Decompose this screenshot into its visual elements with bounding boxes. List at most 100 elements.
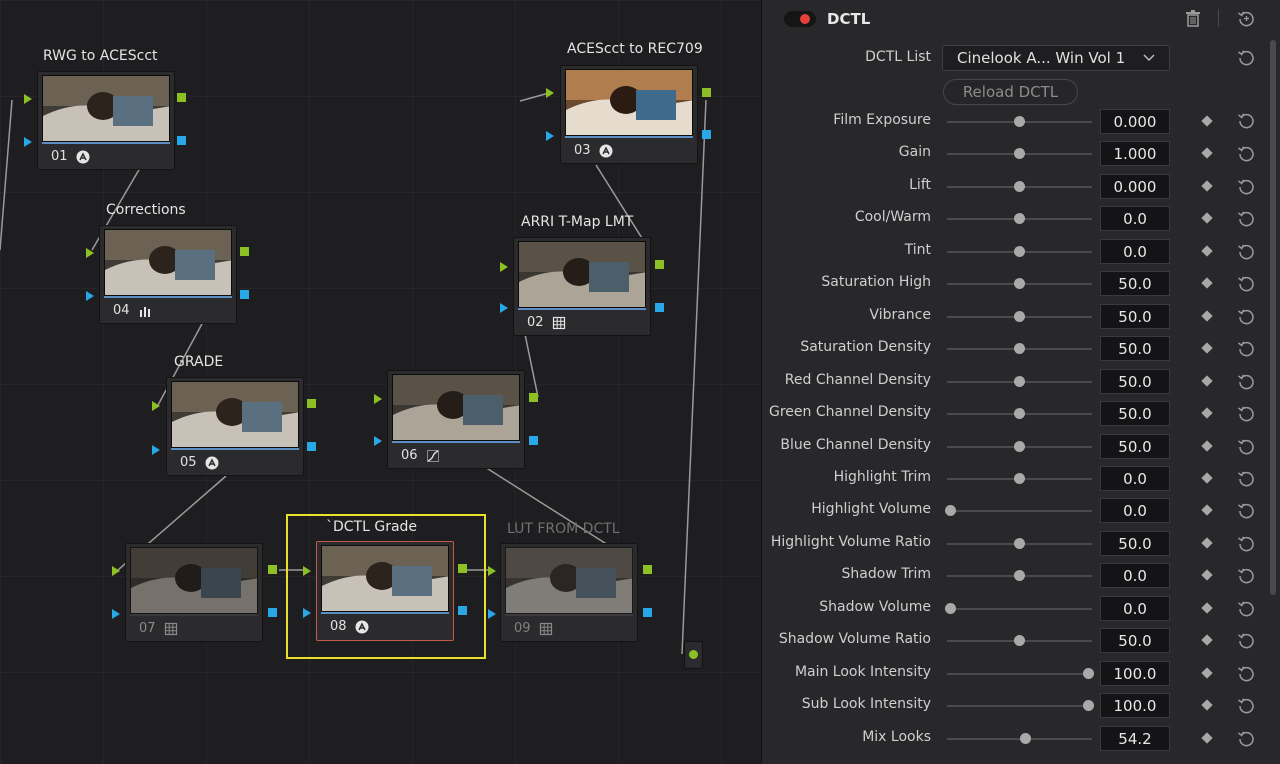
keyframe-icon[interactable] — [1201, 699, 1213, 711]
output-port-rgb[interactable] — [307, 399, 316, 408]
reset-icon[interactable] — [1237, 501, 1256, 520]
output-port-alpha[interactable] — [240, 290, 249, 299]
reset-icon[interactable] — [1237, 437, 1256, 456]
param-value-field[interactable]: 0.000 — [1100, 109, 1170, 134]
param-value-field[interactable]: 0.0 — [1100, 595, 1170, 621]
input-port-rgb[interactable] — [86, 248, 94, 258]
param-slider-knob[interactable] — [1014, 180, 1025, 192]
output-port-rgb[interactable] — [643, 565, 652, 574]
reset-icon[interactable] — [1237, 242, 1256, 261]
param-value-field[interactable]: 50.0 — [1100, 530, 1170, 556]
param-slider-knob[interactable] — [1014, 343, 1025, 355]
input-port-rgb[interactable] — [24, 94, 32, 104]
param-value-field[interactable]: 50.0 — [1100, 628, 1170, 654]
param-slider-knob[interactable] — [1014, 213, 1025, 225]
input-port-alpha[interactable] — [24, 137, 32, 147]
param-slider-knob[interactable] — [1083, 700, 1094, 712]
input-port-alpha[interactable] — [546, 131, 554, 141]
input-port-rgb[interactable] — [488, 566, 496, 576]
output-port-alpha[interactable] — [702, 130, 711, 139]
output-port-rgb[interactable] — [689, 650, 698, 659]
keyframe-icon[interactable] — [1201, 212, 1213, 225]
reset-icon[interactable] — [1237, 729, 1256, 748]
reset-icon[interactable] — [1237, 696, 1256, 715]
keyframe-icon[interactable] — [1201, 180, 1213, 192]
reset-icon[interactable] — [1237, 599, 1256, 618]
node-09[interactable]: 09 — [500, 543, 638, 642]
keyframe-icon[interactable] — [1201, 342, 1213, 354]
output-port-alpha[interactable] — [458, 606, 467, 615]
output-port-alpha[interactable] — [655, 303, 664, 312]
output-port-alpha[interactable] — [643, 608, 652, 617]
param-slider-knob[interactable] — [1014, 570, 1025, 582]
keyframe-icon[interactable] — [1201, 731, 1213, 744]
param-slider[interactable] — [947, 510, 1092, 513]
reset-icon[interactable] — [1237, 339, 1256, 358]
output-port-rgb[interactable] — [268, 565, 277, 574]
reset-icon[interactable] — [1237, 566, 1256, 585]
input-port-rgb[interactable] — [303, 566, 311, 576]
keyframe-icon[interactable] — [1201, 634, 1213, 646]
param-value-field[interactable]: 0.0 — [1100, 465, 1170, 491]
reset-icon[interactable] — [1237, 111, 1256, 130]
keyframe-icon[interactable] — [1201, 407, 1213, 419]
param-value-field[interactable]: 50.0 — [1100, 401, 1170, 427]
output-port-alpha[interactable] — [177, 136, 186, 145]
param-value-field[interactable]: 100.0 — [1100, 660, 1170, 686]
reset-icon[interactable] — [1237, 534, 1256, 553]
reset-icon[interactable] — [1237, 404, 1256, 423]
param-slider[interactable] — [947, 607, 1092, 610]
param-slider-knob[interactable] — [1014, 310, 1025, 322]
dctl-enable-toggle[interactable] — [784, 11, 816, 27]
input-port-alpha[interactable] — [112, 609, 120, 619]
param-slider-knob[interactable] — [1014, 375, 1025, 387]
output-port-rgb[interactable] — [529, 393, 538, 402]
keyframe-icon[interactable] — [1201, 569, 1213, 581]
reset-icon[interactable] — [1237, 631, 1256, 650]
keyframe-icon[interactable] — [1201, 115, 1213, 127]
param-slider-knob[interactable] — [1014, 278, 1025, 290]
reset-all-icon[interactable] — [1237, 9, 1256, 28]
param-slider-knob[interactable] — [1014, 116, 1025, 127]
keyframe-icon[interactable] — [1201, 277, 1213, 289]
param-slider-knob[interactable] — [945, 602, 956, 614]
node-02[interactable]: 02 — [513, 237, 651, 336]
param-slider-knob[interactable] — [1083, 667, 1094, 679]
param-slider-knob[interactable] — [1014, 472, 1025, 484]
node-07[interactable]: 07 — [125, 543, 263, 642]
keyframe-icon[interactable] — [1201, 310, 1213, 322]
keyframe-icon[interactable] — [1201, 147, 1213, 160]
reset-icon[interactable] — [1237, 274, 1256, 293]
param-slider-knob[interactable] — [1014, 537, 1025, 549]
keyframe-icon[interactable] — [1201, 472, 1213, 484]
reset-icon[interactable] — [1237, 177, 1256, 196]
node-03[interactable]: 03 — [560, 65, 698, 164]
keyframe-icon[interactable] — [1201, 504, 1213, 517]
output-port-alpha[interactable] — [529, 436, 538, 445]
param-slider-knob[interactable] — [945, 505, 956, 517]
input-port-alpha[interactable] — [488, 609, 496, 619]
param-slider[interactable] — [947, 705, 1092, 708]
param-value-field[interactable]: 0.0 — [1100, 238, 1170, 264]
keyframe-icon[interactable] — [1201, 439, 1213, 452]
param-slider-knob[interactable] — [1014, 440, 1025, 452]
node-08[interactable]: 08 — [316, 541, 454, 641]
input-port-alpha[interactable] — [500, 303, 508, 313]
param-slider-knob[interactable] — [1014, 408, 1025, 420]
param-value-field[interactable]: 50.0 — [1100, 336, 1170, 362]
param-value-field[interactable]: 100.0 — [1100, 693, 1170, 719]
trash-icon[interactable] — [1186, 10, 1200, 27]
panel-scrollbar[interactable] — [1270, 40, 1276, 595]
param-slider[interactable] — [947, 737, 1092, 740]
output-port-rgb[interactable] — [240, 247, 249, 256]
keyframe-icon[interactable] — [1201, 666, 1213, 679]
param-value-field[interactable]: 1.000 — [1100, 141, 1170, 167]
dctl-list-dropdown[interactable]: Cinelook A... Win Vol 1 — [942, 45, 1170, 71]
reset-icon[interactable] — [1237, 469, 1256, 488]
keyframe-icon[interactable] — [1201, 602, 1213, 614]
node-01[interactable]: 01 — [37, 71, 175, 170]
input-port-rgb[interactable] — [500, 262, 508, 272]
reset-icon[interactable] — [1237, 372, 1256, 391]
node-graph[interactable]: RWG to ACEScct ACEScct to REC709 Correct… — [0, 0, 761, 764]
input-port-alpha[interactable] — [152, 445, 160, 455]
